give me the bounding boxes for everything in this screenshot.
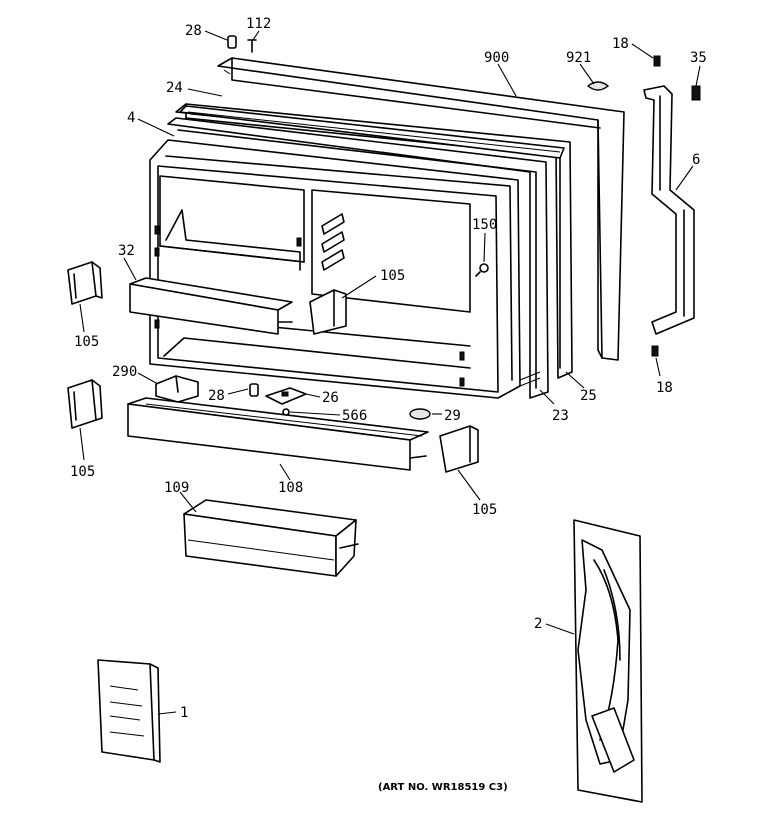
label-105-upper-left: 105 — [74, 334, 99, 350]
small-parts — [155, 375, 431, 420]
upper-shelf-bar — [129, 277, 293, 335]
label-1: 1 — [180, 705, 188, 721]
breaker-strip — [179, 105, 565, 159]
label-29: 29 — [444, 408, 461, 424]
label-6: 6 — [692, 152, 700, 168]
label-112: 112 — [246, 16, 271, 32]
label-108: 108 — [278, 480, 303, 496]
label-23: 23 — [552, 408, 569, 424]
label-105-center: 105 — [380, 268, 405, 284]
shelf-end-cap-upper-left — [67, 261, 103, 305]
shelf-end-cap-lower-left — [67, 379, 103, 429]
label-28-top: 28 — [185, 23, 202, 39]
shelf-end-cap-center — [309, 289, 347, 335]
label-4: 4 — [127, 110, 135, 126]
label-109: 109 — [164, 480, 189, 496]
label-35: 35 — [690, 50, 707, 66]
label-24: 24 — [166, 80, 183, 96]
door-handle — [643, 85, 695, 357]
label-921: 921 — [566, 50, 591, 66]
label-28-bottom: 28 — [208, 388, 225, 404]
wiring-harness-bracket — [573, 519, 643, 803]
shelf-end-cap-lower-right — [439, 425, 479, 473]
art-number: (ART NO. WR18519 C3) — [378, 782, 508, 793]
label-290: 290 — [112, 364, 137, 380]
label-18-bottom: 18 — [656, 380, 673, 396]
door-bin — [183, 499, 359, 577]
outer-door-panel — [217, 57, 625, 361]
part-labels: 28 112 900 921 18 35 24 4 6 150 32 105 1… — [70, 16, 707, 793]
label-150: 150 — [472, 217, 497, 233]
leader-lines — [79, 30, 701, 715]
inner-door-liner — [149, 139, 521, 399]
label-18-top: 18 — [612, 36, 629, 52]
label-105-lower-right: 105 — [472, 502, 497, 518]
top-fasteners — [227, 35, 701, 101]
label-26: 26 — [322, 390, 339, 406]
label-25: 25 — [580, 388, 597, 404]
screw-150 — [475, 263, 489, 277]
label-32: 32 — [118, 243, 135, 259]
label-566: 566 — [342, 408, 367, 424]
owners-manual — [97, 659, 161, 763]
label-2: 2 — [534, 616, 542, 632]
label-900: 900 — [484, 50, 509, 66]
lower-shelf-bar — [127, 397, 429, 471]
label-105-lower-left: 105 — [70, 464, 95, 480]
door-liner-frame — [167, 117, 549, 399]
